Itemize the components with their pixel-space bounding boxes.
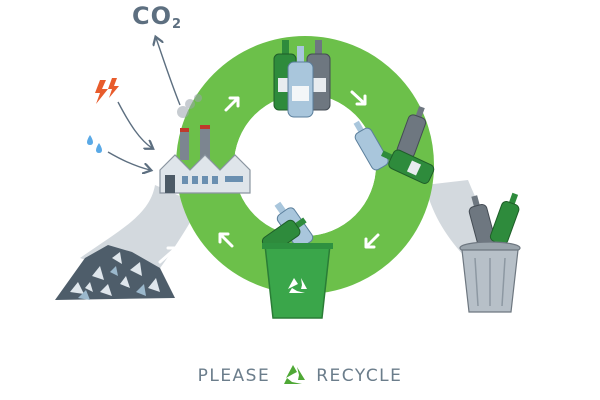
recycling-bin-icon xyxy=(261,201,333,319)
input-output-arrows xyxy=(107,38,181,170)
cycle-arrows xyxy=(158,90,446,264)
arrow-electricity-to-factory xyxy=(117,101,152,148)
cycle-arrow-bottom-right xyxy=(364,233,380,249)
crushed-glass-pile-icon xyxy=(55,245,175,300)
arrow-glass-to-factory xyxy=(158,246,178,264)
cycle-arrow-top-right xyxy=(350,90,367,106)
trash-can-icon xyxy=(459,192,521,313)
cycle-arrow-top-left xyxy=(224,96,240,112)
co2-subscript: 2 xyxy=(172,17,183,32)
bin-recycle-symbol xyxy=(288,278,307,293)
cycle-arrow-bottom-left xyxy=(218,232,234,248)
bottle-blue-center xyxy=(287,46,314,118)
caption-please: PLEASE xyxy=(197,366,271,386)
arrow-factory-to-co2 xyxy=(156,38,181,106)
footer-caption: PLEASE RECYCLE xyxy=(0,362,600,390)
water-drops-icon xyxy=(87,135,102,153)
factory-icon xyxy=(159,125,251,194)
arrow-water-to-factory xyxy=(107,151,150,170)
recycle-symbol-icon xyxy=(284,365,306,384)
caption-recycle: RECYCLE xyxy=(316,366,403,386)
arrow-bottles-to-trash xyxy=(428,236,446,254)
smoke-cloud xyxy=(177,94,202,118)
glass-bottles-group-icon xyxy=(273,40,331,118)
tumbling-bottles-icon xyxy=(353,106,435,184)
co2-label: CO xyxy=(132,2,173,30)
electricity-icon xyxy=(95,78,119,104)
co2-emission-icon: CO2 xyxy=(132,2,182,32)
